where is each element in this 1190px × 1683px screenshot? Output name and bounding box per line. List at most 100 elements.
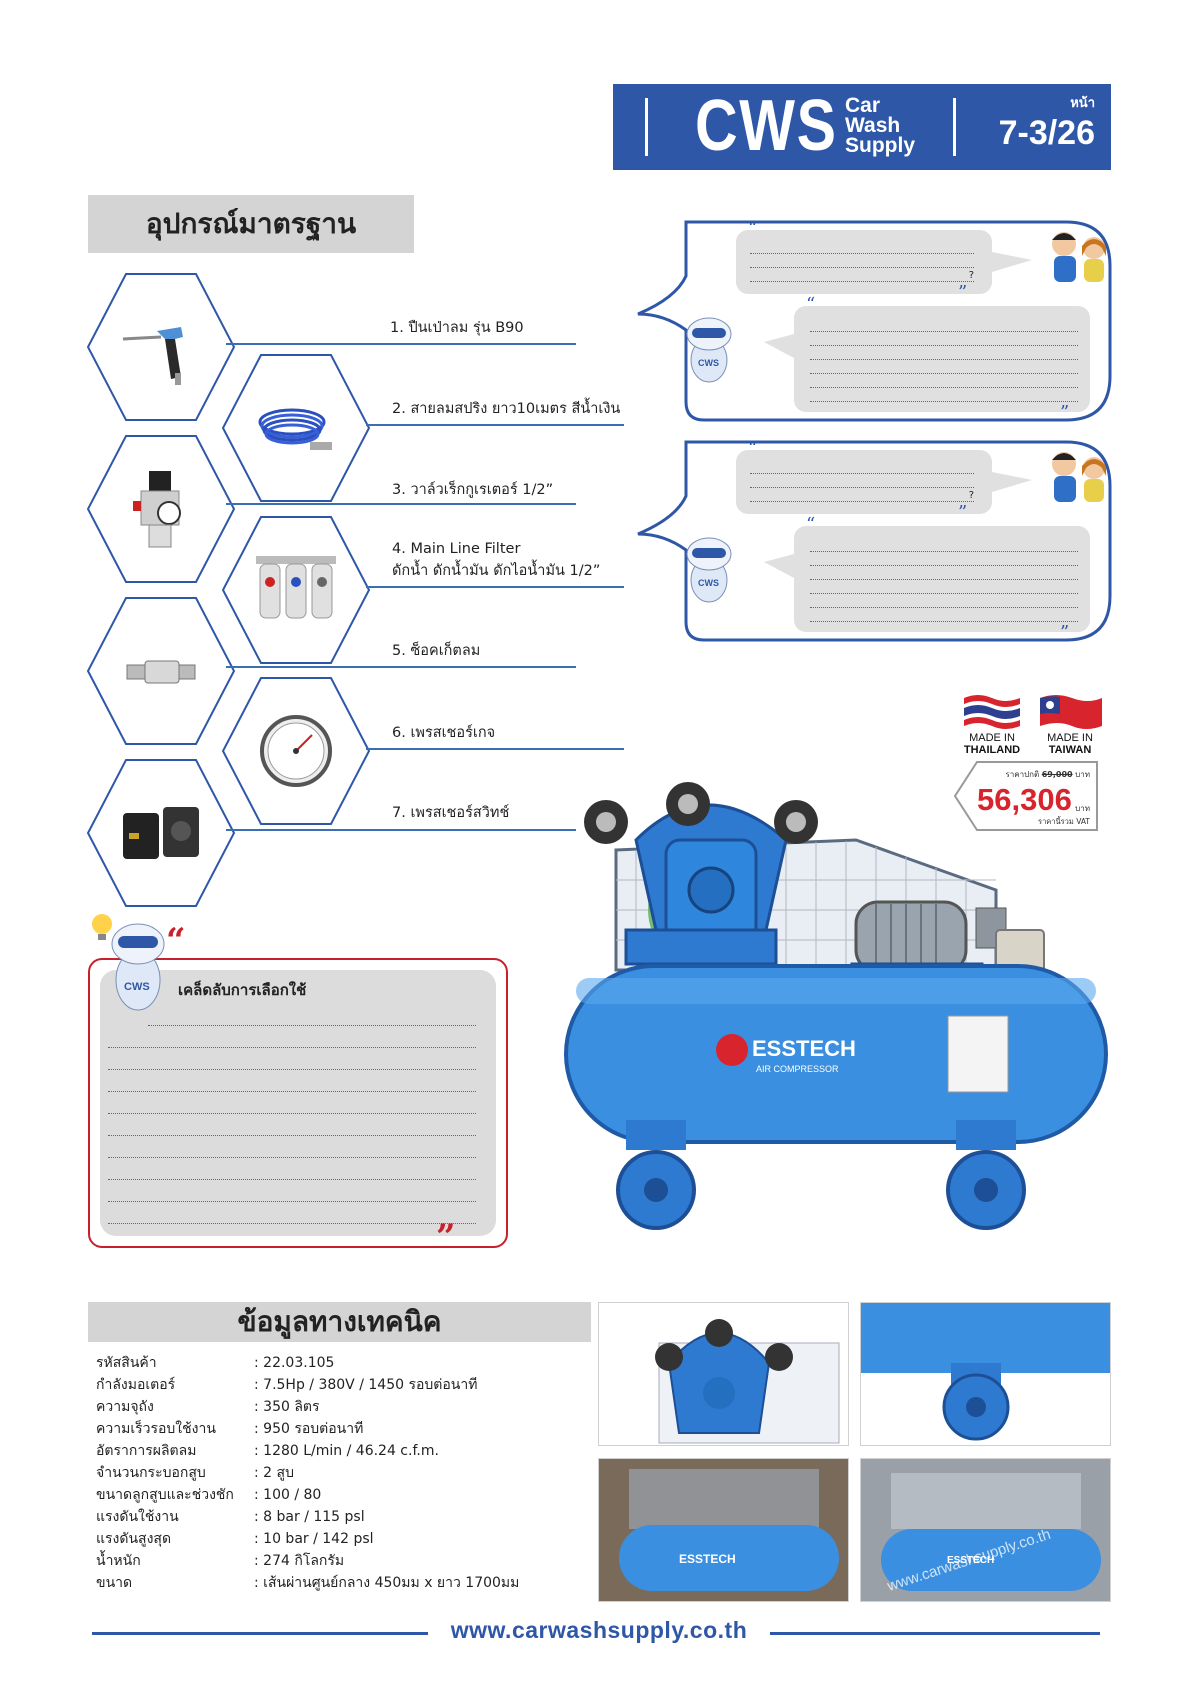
taiwan-flag-icon — [1040, 695, 1102, 729]
spec-row: ขนาด: เส้นผ่านศูนย์กลาง 450มม x ยาว 1700… — [96, 1575, 520, 1591]
new-price: 56,306 — [977, 782, 1072, 817]
vat-note: ราคานี้รวม VAT — [1038, 817, 1090, 826]
svg-text:“: “ — [748, 438, 757, 459]
spec-row: ความเร็วรอบใช้งาน: 950 รอบต่อนาที — [96, 1421, 364, 1437]
tips-title: เคล็ดลับการเลือกใช้ — [178, 981, 307, 999]
svg-text:”: ” — [1060, 622, 1069, 643]
hex-pressure-switch — [86, 758, 236, 908]
made-in-thailand: MADE IN THAILAND — [963, 732, 1021, 756]
logo-sub-supply: Supply — [845, 134, 916, 157]
item-label-5: 5. ซ็อคเก็ตลม — [392, 643, 481, 659]
item-label-7: 7. เพรสเชอร์สวิทช์ — [392, 805, 510, 821]
item-line — [366, 748, 624, 750]
answer-lines — [810, 538, 1078, 622]
hex-pressure-gauge — [221, 676, 371, 826]
svg-text:“: “ — [166, 921, 186, 961]
tips-mascot-icon: CWS “ — [92, 914, 186, 1011]
photo-pump-head — [598, 1302, 849, 1446]
spec-row: น้ำหนัก: 274 กิโลกรัม — [96, 1553, 345, 1569]
spec-row: ขนาดลูกสูบและช่วงชัก: 100 / 80 — [96, 1487, 322, 1503]
price-unit: บาท — [1075, 804, 1090, 813]
spec-row: รหัสสินค้า: 22.03.105 — [96, 1355, 335, 1371]
svg-text:CWS: CWS — [124, 981, 150, 993]
hex-spring-hose — [221, 353, 371, 503]
filter-icon — [256, 556, 336, 619]
header-divider — [645, 98, 648, 156]
svg-text:”: ” — [958, 502, 967, 523]
cws-logo: CWS — [695, 86, 838, 166]
old-price: ราคาปกติ 69,000 บาท — [1005, 770, 1090, 779]
svg-text:“: “ — [806, 514, 815, 535]
selection-tips-box: เคล็ดลับการเลือกใช้ — [88, 958, 508, 1248]
tips-lines — [108, 1004, 476, 1224]
answer-lines — [810, 318, 1078, 402]
item-line — [366, 586, 624, 588]
footer-rule — [92, 1632, 428, 1635]
item-label-2: 2. สายลมสปริง ยาว10เมตร สีน้ำเงิน — [392, 401, 621, 417]
item-line — [226, 666, 576, 668]
chat-bubble-group-2: “ “ ” ” ? CWS — [636, 438, 1114, 644]
spec-row: แรงดันสูงสุด: 10 bar / 142 psl — [96, 1531, 374, 1547]
spec-table: รหัสสินค้า: 22.03.105 กำลังมอเตอร์: 7.5H… — [96, 1352, 596, 1594]
item-label-6: 6. เพรสเชอร์เกจ — [392, 725, 496, 741]
cws-mascot-icon: CWS — [686, 317, 732, 383]
svg-text:“: “ — [806, 294, 815, 315]
photo-installed-1: ESSTECH — [598, 1458, 849, 1602]
footer-url[interactable]: www.carwashsupply.co.th — [450, 1617, 748, 1643]
item-label-4-line1: 4. Main Line Filter — [392, 541, 521, 557]
svg-text:AIR COMPRESSOR: AIR COMPRESSOR — [756, 1064, 839, 1074]
logo-sub-wash: Wash — [845, 114, 901, 137]
blow-gun-icon — [122, 327, 183, 385]
technical-info-title: ข้อมูลทางเทคนิค — [88, 1302, 591, 1342]
footer-rule — [770, 1632, 1100, 1635]
pressure-switch-icon — [123, 807, 199, 859]
spec-row: อัตราการผลิตลม: 1280 L/min / 46.24 c.f.m… — [96, 1443, 439, 1459]
page-label: หน้า — [1070, 96, 1095, 111]
header-banner: CWS Car Wash Supply หน้า 7-3/26 — [613, 84, 1111, 170]
question-mark: ? — [968, 270, 974, 281]
hex-blow-gun — [86, 272, 236, 422]
question-mark: ? — [968, 490, 974, 501]
item-line — [226, 503, 576, 505]
question-lines: ? — [750, 240, 974, 282]
item-line — [226, 829, 576, 831]
chat-bubble-group-1: “ “ ” ” ? CWS — [636, 218, 1114, 424]
item-label-3: 3. วาล์วเร็กกูเรเตอร์ 1/2” — [392, 482, 554, 498]
spec-row: จำนวนกระบอกสูบ: 2 สูบ — [96, 1465, 294, 1481]
standard-equipment-title: อุปกรณ์มาตรฐาน — [88, 195, 414, 253]
question-lines: ? — [750, 460, 974, 502]
thailand-flag-icon — [964, 695, 1020, 729]
spec-row: แรงดันใช้งาน: 8 bar / 115 psl — [96, 1509, 365, 1525]
svg-text:CWS: CWS — [698, 578, 719, 588]
item-label-4: 4. Main Line Filter ดักน้ำ ดักน้ำมัน ดัก… — [392, 538, 600, 582]
svg-text:CWS: CWS — [698, 358, 719, 368]
photo-tank-wheel — [860, 1302, 1111, 1446]
cws-mascot-icon: CWS — [686, 537, 732, 603]
kids-icon — [1052, 232, 1106, 282]
page-number: 7-3/26 — [998, 114, 1095, 152]
hex-main-line-filter — [221, 515, 371, 665]
svg-text:ESSTECH: ESSTECH — [947, 1555, 994, 1566]
svg-text:”: ” — [1060, 402, 1069, 423]
spec-row: กำลังมอเตอร์: 7.5Hp / 380V / 1450 รอบต่อ… — [96, 1377, 478, 1393]
air-compressor-illustration: ESSTECH AIR COMPRESSOR — [564, 782, 1108, 1230]
spec-row: ความจุถัง: 350 ลิตร — [96, 1399, 320, 1415]
logo-sub-car: Car — [845, 94, 881, 117]
closing-quote-icon: ” — [436, 1217, 456, 1257]
price-tag: ราคาปกติ 69,000 บาท 56,306 บาท ราคานี้รว… — [953, 760, 1100, 832]
made-in-taiwan: MADE IN TAIWAN — [1047, 732, 1093, 756]
spring-hose-icon — [258, 408, 332, 450]
kids-icon — [1052, 452, 1106, 502]
logo-subtitle: Car Wash Supply — [845, 94, 916, 157]
photo-installed-2: ESSTECH www.carwashsupply.co.th — [860, 1458, 1111, 1602]
svg-text:“: “ — [748, 218, 757, 239]
hex-air-socket — [86, 596, 236, 746]
hex-regulator — [86, 434, 236, 584]
regulator-icon — [133, 471, 181, 548]
item-label-1: 1. ปืนเป่าลม รุ่น B90 — [390, 320, 524, 336]
svg-text:ESSTECH: ESSTECH — [679, 1552, 736, 1566]
air-socket-icon — [126, 660, 196, 684]
pressure-gauge-icon — [260, 715, 332, 787]
item-line — [366, 424, 624, 426]
svg-text:ESSTECH: ESSTECH — [752, 1036, 856, 1061]
